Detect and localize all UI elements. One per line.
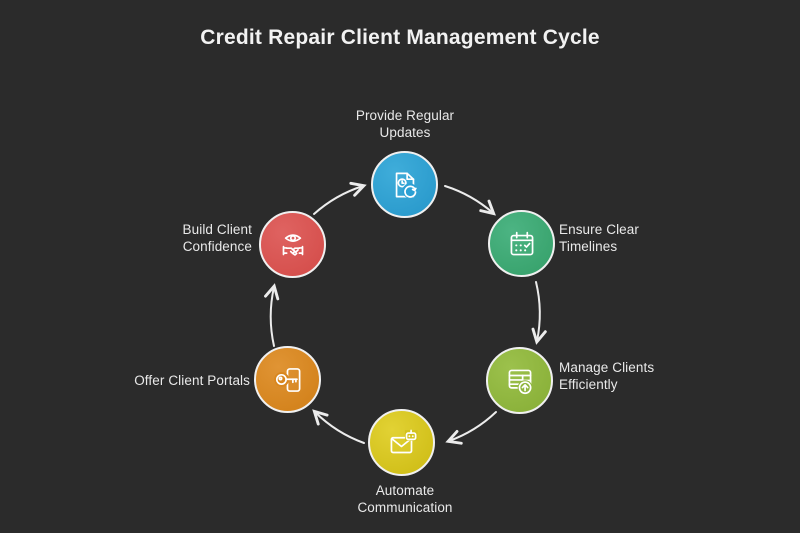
arrow-timelines-to-manage [531, 281, 547, 345]
cycle-step-label-manage-clients-efficiently: Manage Clients Efficiently [559, 360, 655, 393]
cycle-step-label-ensure-clear-timelines: Ensure Clear Timelines [559, 222, 639, 255]
document-refresh-icon [386, 166, 417, 198]
arrow-portals-to-confidence [264, 283, 280, 347]
cycle-step-manage-clients-efficiently [486, 347, 553, 414]
arrow-confidence-to-updates [313, 181, 367, 215]
arrow-updates-to-timelines [444, 185, 496, 216]
cycle-step-automate-communication [368, 409, 435, 476]
eye-handshake-icon [274, 226, 312, 264]
calendar-check-icon [503, 225, 541, 263]
cycle-step-label-offer-client-portals: Offer Client Portals [134, 373, 250, 388]
arrow-automate-to-portals [312, 409, 365, 444]
cycle-step-ensure-clear-timelines [488, 210, 555, 277]
cycle-step-build-client-confidence [259, 211, 326, 278]
key-portal-icon [273, 361, 307, 399]
cycle-step-label-provide-regular-updates: Provide Regular Updates [355, 108, 455, 141]
mail-robot-icon [383, 429, 418, 462]
page-title: Credit Repair Client Management Cycle [200, 26, 600, 49]
cycle-step-provide-regular-updates [371, 151, 438, 218]
cycle-step-offer-client-portals [254, 346, 321, 413]
cycle-step-label-build-client-confidence: Build Client Confidence [182, 222, 252, 255]
table-upload-icon [501, 362, 532, 395]
cycle-step-label-automate-communication: Automate Communication [357, 483, 453, 516]
arrow-manage-to-automate [445, 411, 497, 445]
